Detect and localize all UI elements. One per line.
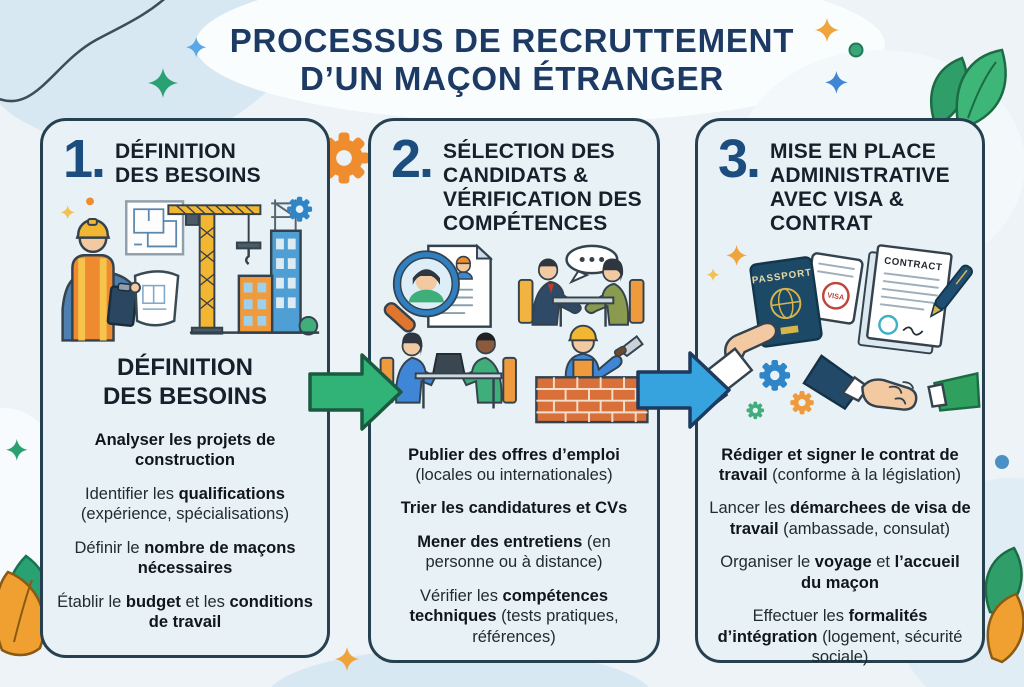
- step-2-number: 2.: [391, 129, 434, 189]
- panel-item: Mener des entretiens (en personne ou à d…: [417, 532, 611, 572]
- pen-icon: [929, 264, 973, 318]
- panel-item: Organiser le voyage et l’accueil du maço…: [720, 553, 960, 592]
- panel-step-3: 3. MISE EN PLACE ADMINISTRATIVE AVEC VIS…: [695, 118, 985, 666]
- gear-icon: [287, 197, 313, 222]
- panel-item: Trier les candidatures et CVs: [400, 499, 628, 518]
- crane: [167, 204, 262, 335]
- plan-sheet: [133, 270, 180, 327]
- passport: PASSPORT: [698, 255, 823, 412]
- panel-item: Établir le budget et les conditions de t…: [57, 592, 313, 632]
- panel-step-2: 2. SÉLECTION DES CANDIDATS & VÉRIFICATIO…: [368, 118, 660, 663]
- gear-icon: [746, 401, 765, 419]
- step-2-heading: SÉLECTION DES CANDIDATS & VÉRIFICATION D…: [443, 140, 642, 236]
- laptop-icon: [431, 352, 466, 374]
- panel-3-header: 3. MISE EN PLACE ADMINISTRATIVE AVEC VIS…: [698, 121, 982, 237]
- panel-item: Publier des offres d’emploi (locales ou …: [408, 445, 620, 485]
- page-title: PROCESSUS DE RECRUTTEMENT D’UN MAÇON ÉTR…: [0, 22, 1024, 99]
- panel-2-header: 2. SÉLECTION DES CANDIDATS & VÉRIFICATIO…: [371, 121, 657, 237]
- contract-document: CONTRACT: [857, 243, 973, 354]
- sparkle-icon: [726, 244, 748, 266]
- construction-illustration: [43, 192, 327, 342]
- panel-item: Vérifier les compétences techniques (tes…: [409, 586, 619, 646]
- dot-decor: [848, 42, 864, 58]
- gear-icon: [759, 359, 791, 391]
- title-line-1: PROCESSUS DE RECRUTTEMENT: [229, 22, 795, 59]
- step-2-items: Publier des offres d’emploi (locales ou …: [371, 426, 657, 648]
- meeting-scene: [379, 332, 517, 409]
- step-3-items: Rédiger et signer le contrat de travail …: [698, 426, 982, 668]
- panel-item: Effectuer les formalités d’intégration (…: [717, 607, 963, 667]
- visa-stamp-label: VISA: [827, 290, 846, 302]
- admin-illustration: VISA PASSPORT: [698, 241, 982, 426]
- leaves-bottom-left: [0, 554, 52, 657]
- leaves-bottom-right: [984, 546, 1024, 664]
- step-1-heading: DÉFINITION DES BESOINS: [115, 140, 261, 188]
- panel-item: Lancer les démarchees de visa de travail…: [709, 499, 971, 538]
- sparkle-icon: [706, 267, 720, 281]
- dot-decor: [995, 455, 1009, 469]
- panel-item: Définir le nombre de maçons nécessaires: [74, 538, 296, 578]
- mason-scene: [535, 324, 649, 423]
- arrow-step1-to-step2: [308, 352, 404, 432]
- worker: [61, 218, 180, 342]
- panel-1-header: 1. DÉFINITION DES BESOINS: [43, 121, 327, 188]
- panel-step-1: 1. DÉFINITION DES BESOINS: [40, 118, 330, 658]
- clipboard: [106, 282, 138, 328]
- panel-item: Analyser les projets de construction: [94, 430, 276, 470]
- sparkle-icon: [60, 205, 75, 220]
- title-line-2: D’UN MAÇON ÉTRANGER: [299, 60, 725, 98]
- buildings: [189, 199, 320, 336]
- magnifier-icon: [383, 249, 460, 333]
- gear-icon: [790, 390, 814, 414]
- handshake: [802, 353, 981, 412]
- dot-decor: [86, 197, 94, 206]
- interview-scene: [517, 244, 645, 327]
- step-1-number: 1.: [63, 129, 106, 189]
- arrow-step2-to-step3: [636, 350, 732, 430]
- panel-item: Identifier les qualifications (expérienc…: [80, 484, 290, 524]
- step-1-subheading: DÉFINITION DES BESOINS: [102, 354, 268, 410]
- step-3-heading: MISE EN PLACE ADMINISTRATIVE AVEC VISA &…: [770, 140, 950, 236]
- selection-illustration: [371, 241, 657, 426]
- leaves-top-right: [930, 48, 1007, 128]
- step-3-number: 3.: [718, 129, 761, 189]
- curve-line: [0, 0, 166, 103]
- panel-item: Rédiger et signer le contrat de travail …: [718, 445, 962, 485]
